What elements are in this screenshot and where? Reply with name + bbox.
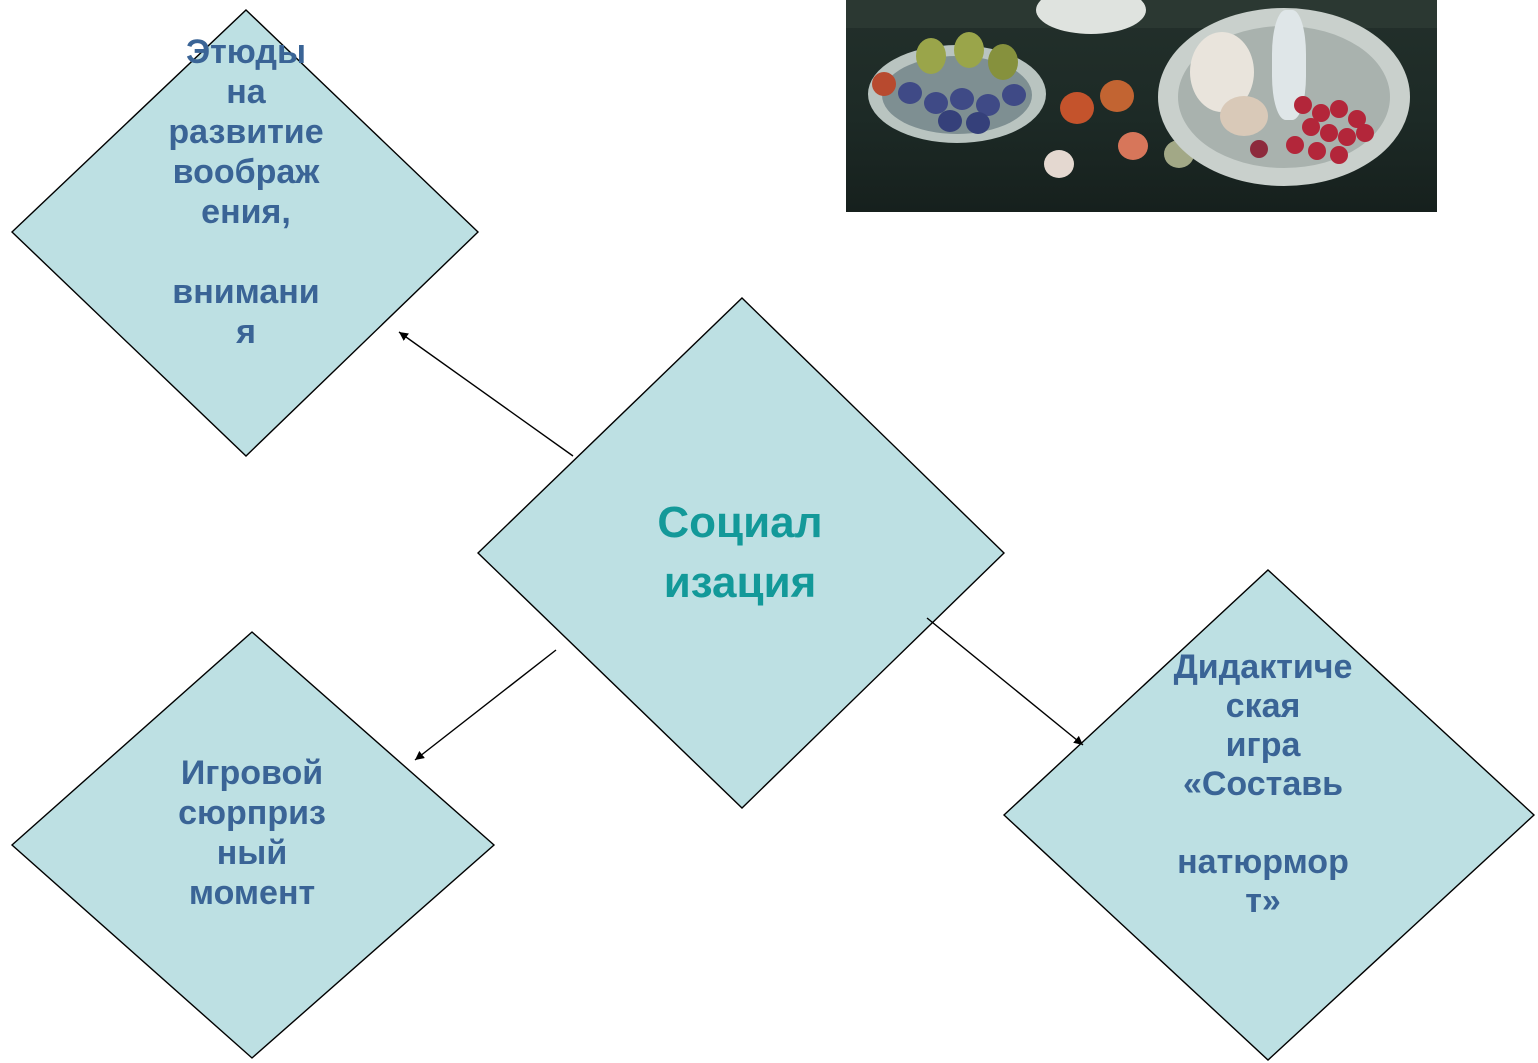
node-top-left-shape xyxy=(10,9,480,457)
node-bottom-left-label: Игровой сюрприз ный момент xyxy=(178,754,326,912)
node-bottom-right-shape xyxy=(1002,569,1536,1061)
arrow-to-bottom-left xyxy=(414,649,557,761)
node-center-label: Социал изация xyxy=(657,498,823,607)
still-life-painting-image xyxy=(846,0,1437,212)
node-bottom-left-shape xyxy=(10,631,496,1059)
node-center-shape xyxy=(476,297,1006,809)
node-top-left-label: Этюды на развитие воображ ения, внимани … xyxy=(168,33,324,351)
arrow-to-bottom-right xyxy=(926,617,1084,746)
node-bottom-right-label: Дидактиче ская игра «Составь натюрмор т» xyxy=(1173,648,1353,920)
arrow-to-top-left xyxy=(398,331,574,457)
